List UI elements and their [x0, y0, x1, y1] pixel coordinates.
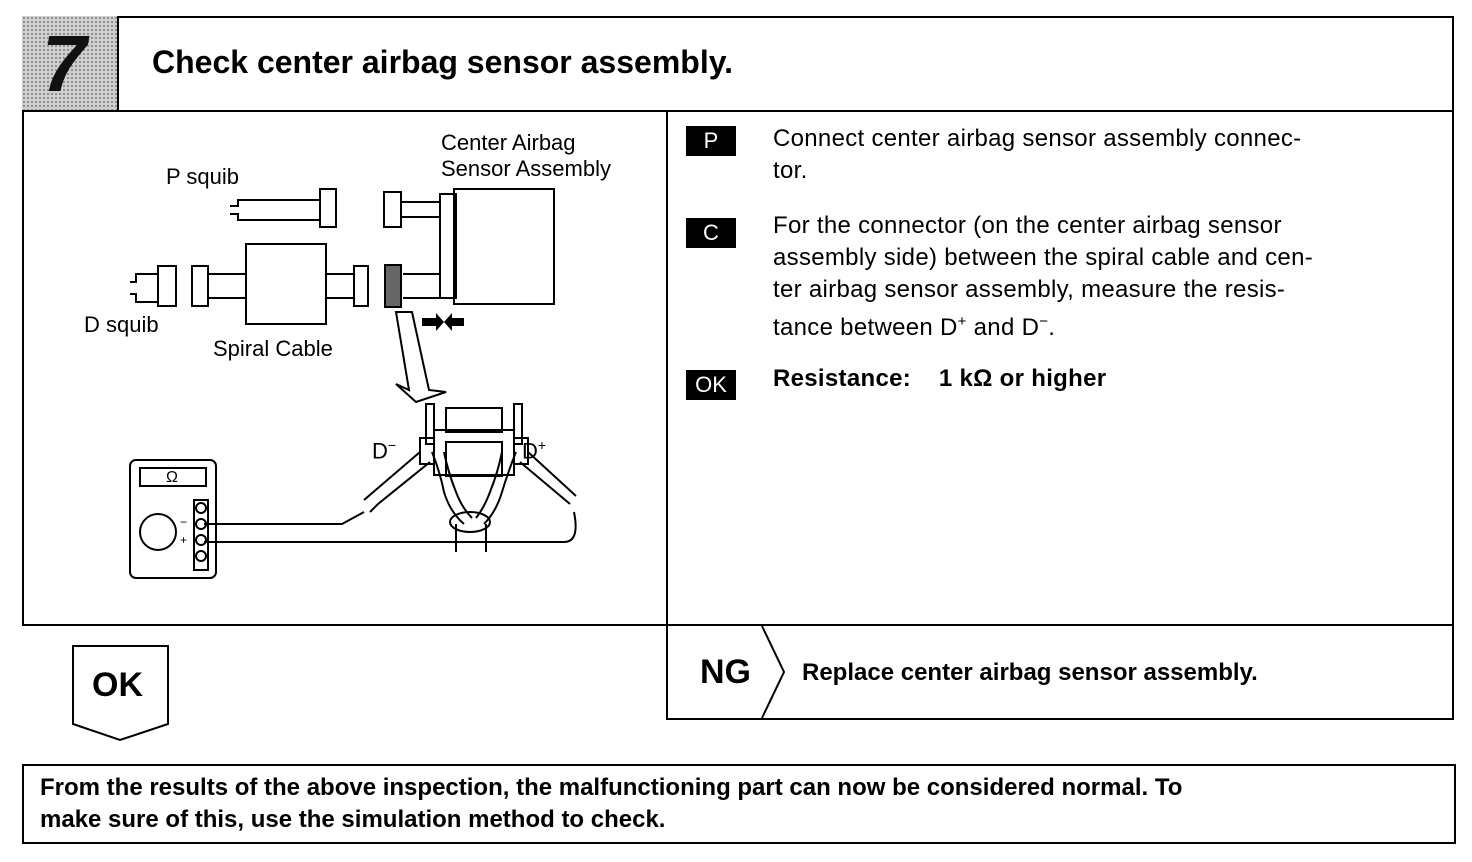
step-title: Check center airbag sensor assembly. [152, 44, 734, 80]
ng-chevron [761, 626, 786, 718]
sensor-connector-strip [439, 193, 457, 299]
ng-action: Replace center airbag sensor assembly. [802, 659, 1258, 686]
lead-plus [204, 511, 577, 543]
d-squib-plug [130, 273, 159, 303]
wiring-diagram: Ω − + [129, 188, 577, 579]
d-squib-label: D squib [84, 312, 159, 337]
push-arrows [422, 313, 464, 331]
probe-minus [363, 451, 431, 513]
footer-text: From the results of the above inspection… [40, 774, 1183, 833]
resistance-spec: Resistance: 1 kΩ or higher [773, 365, 1107, 392]
meter-plus: + [180, 533, 187, 547]
instruction-p: Connect center airbag sensor assembly co… [773, 125, 1302, 184]
footer-note [22, 764, 1456, 844]
p-squib-plug [230, 199, 321, 221]
column-divider [666, 110, 668, 720]
instruction-c: For the connector (on the center airbag … [773, 212, 1314, 341]
callout-arrow [394, 311, 447, 404]
tag-ok: OK [686, 370, 736, 400]
tag-p: P [686, 126, 736, 156]
center-airbag-sensor-box [453, 188, 555, 305]
ok-arrow [72, 645, 169, 742]
spiral-cable-left-connector [191, 265, 209, 307]
center-airbag-label: Center Airbag Sensor Assembly [441, 130, 611, 181]
ok-label: OK [92, 666, 143, 704]
step-number: 7 [42, 19, 87, 108]
p-squib-label: P squib [166, 164, 239, 189]
multimeter [129, 459, 217, 579]
d-minus-label: D− [372, 437, 397, 464]
ng-label: NG [700, 653, 751, 691]
spiral-cable-label: Spiral Cable [213, 336, 333, 361]
meter-minus: − [180, 515, 187, 529]
spiral-cable-box [245, 243, 327, 325]
ng-box [666, 624, 1454, 720]
ohm-symbol: Ω [166, 469, 178, 486]
step-number-badge: 7 [22, 16, 119, 110]
lead-minus [204, 511, 365, 525]
hatched-connector [384, 264, 402, 308]
probe-plus [519, 451, 577, 505]
tag-c: C [686, 218, 736, 248]
spiral-cable-right-connector [353, 265, 369, 307]
d-plus-label: D+ [522, 437, 547, 464]
